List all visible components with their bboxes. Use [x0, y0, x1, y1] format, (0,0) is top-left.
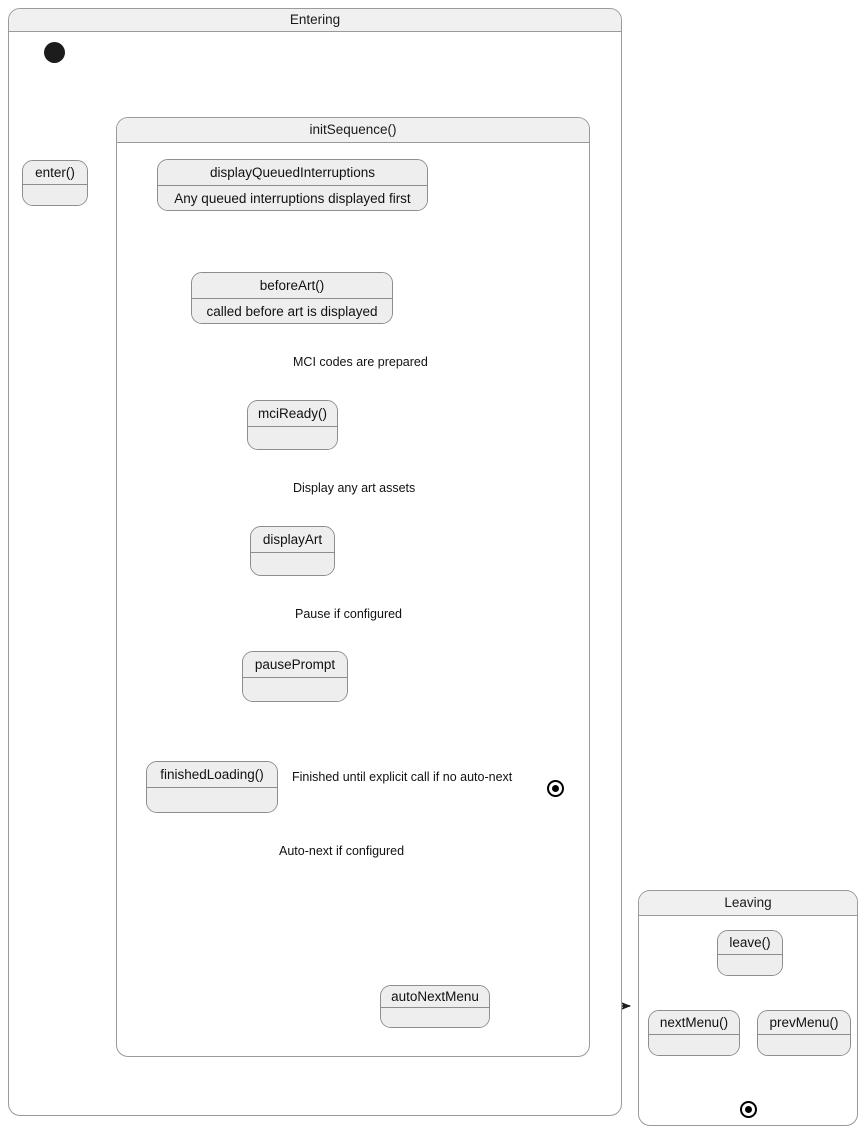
- state-mciready-body: [248, 427, 337, 449]
- state-prevmenu-title: prevMenu(): [758, 1011, 850, 1035]
- state-displayart[interactable]: displayArt: [250, 526, 335, 576]
- composite-leaving-header: Leaving: [639, 891, 857, 916]
- edge-label-pause-if-configured: Pause if configured: [295, 607, 403, 621]
- state-finishedloading-body: [147, 788, 277, 812]
- state-enter[interactable]: enter(): [22, 160, 88, 206]
- composite-state-leaving[interactable]: Leaving: [638, 890, 858, 1126]
- edge-label-finished-until-explicit-call: Finished until explicit call if no auto-…: [292, 770, 513, 784]
- state-enter-title: enter(): [23, 161, 87, 185]
- composite-entering-title: Entering: [289, 12, 341, 28]
- state-pauseprompt-body: [243, 678, 347, 701]
- state-displayart-body: [251, 553, 334, 575]
- state-prevmenu-body: [758, 1035, 850, 1055]
- state-nextmenu-body: [649, 1035, 739, 1055]
- state-beforeart-body: called before art is displayed: [192, 299, 392, 323]
- composite-initsequence-header: initSequence(): [117, 118, 589, 143]
- state-finishedloading-title: finishedLoading(): [147, 762, 277, 788]
- initial-state-node: [44, 42, 65, 63]
- state-mciready-title: mciReady(): [248, 401, 337, 427]
- composite-state-initsequence[interactable]: initSequence(): [116, 117, 590, 1057]
- state-displayqueuedinterruptions-body: Any queued interruptions displayed first: [158, 186, 427, 210]
- state-displayart-title: displayArt: [251, 527, 334, 553]
- state-leave[interactable]: leave(): [717, 930, 783, 976]
- state-autonextmenu[interactable]: autoNextMenu: [380, 985, 490, 1028]
- state-nextmenu[interactable]: nextMenu(): [648, 1010, 740, 1056]
- state-nextmenu-title: nextMenu(): [649, 1011, 739, 1035]
- final-state-node-leaving: [740, 1101, 757, 1118]
- composite-leaving-title: Leaving: [724, 895, 772, 911]
- state-prevmenu[interactable]: prevMenu(): [757, 1010, 851, 1056]
- state-autonextmenu-body: [381, 1008, 489, 1027]
- state-finishedloading[interactable]: finishedLoading(): [146, 761, 278, 813]
- state-beforeart[interactable]: beforeArt() called before art is display…: [191, 272, 393, 324]
- state-autonextmenu-title: autoNextMenu: [381, 986, 489, 1008]
- composite-entering-header: Entering: [9, 9, 621, 32]
- composite-initsequence-title: initSequence(): [309, 122, 397, 138]
- state-beforeart-title: beforeArt(): [192, 273, 392, 299]
- edge-label-display-art-assets: Display any art assets: [293, 481, 416, 495]
- state-enter-body: [23, 185, 87, 205]
- edge-label-mci-codes-prepared: MCI codes are prepared: [293, 355, 428, 369]
- state-mciready[interactable]: mciReady(): [247, 400, 338, 450]
- edge-label-auto-next-if-configured: Auto-next if configured: [279, 844, 405, 858]
- state-pauseprompt[interactable]: pausePrompt: [242, 651, 348, 702]
- state-displayqueuedinterruptions-title: displayQueuedInterruptions: [158, 160, 427, 186]
- state-displayqueuedinterruptions[interactable]: displayQueuedInterruptions Any queued in…: [157, 159, 428, 211]
- state-pauseprompt-title: pausePrompt: [243, 652, 347, 678]
- state-leave-title: leave(): [718, 931, 782, 955]
- state-leave-body: [718, 955, 782, 975]
- final-state-node-entering: [547, 780, 564, 797]
